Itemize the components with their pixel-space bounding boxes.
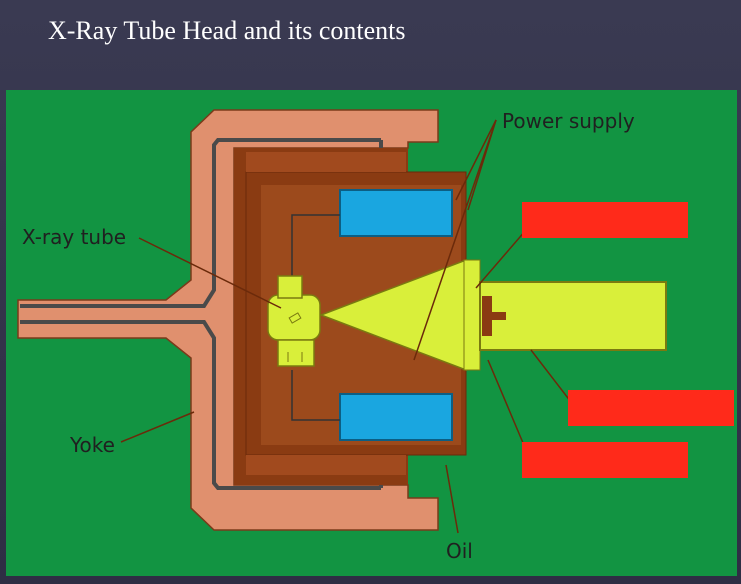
label-yoke: Yoke (69, 433, 115, 457)
xray-tube-head-diagram: Power supply X-ray tube Yoke Oil (6, 90, 737, 576)
yoke-casing (17, 109, 439, 531)
redacted-label-box (568, 390, 734, 426)
label-xray-tube: X-ray tube (22, 225, 126, 249)
redacted-label-box (522, 202, 688, 238)
collimator-tube (479, 281, 667, 351)
transformer-bottom (339, 393, 453, 441)
label-power-supply: Power supply (502, 109, 635, 133)
xray-tube (267, 275, 321, 367)
transformer-top (339, 189, 453, 237)
yoke-conduit (20, 138, 381, 490)
redacted-label-box (522, 442, 688, 478)
slide-title: X-Ray Tube Head and its contents (48, 16, 406, 45)
label-oil: Oil (446, 539, 473, 563)
